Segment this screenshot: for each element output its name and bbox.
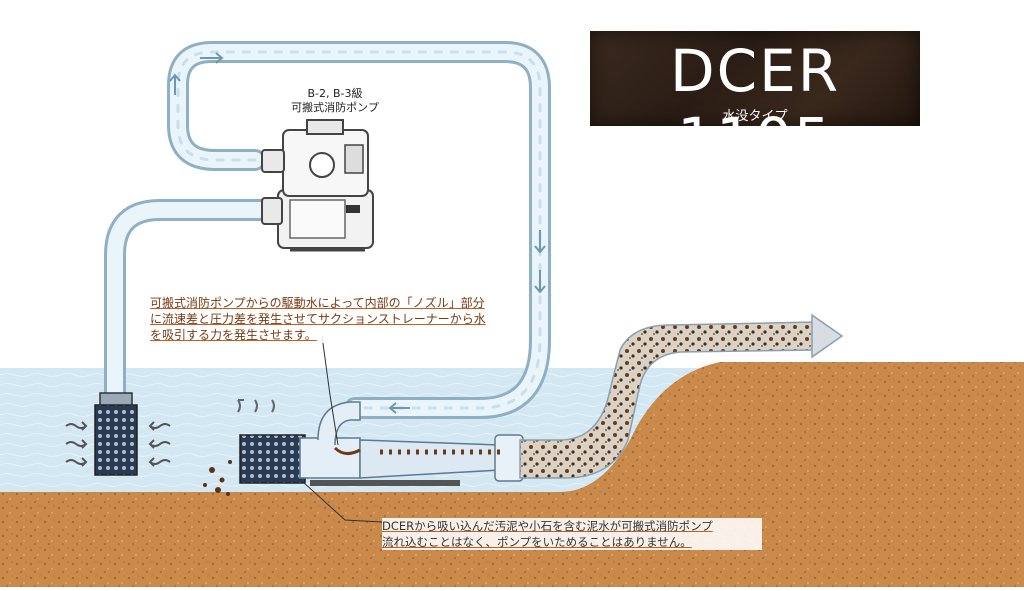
soil-ground (0, 362, 1024, 587)
model-title: DCER 1105 (669, 37, 841, 173)
flow-arrow-icon (169, 52, 546, 414)
note-drive-water: 可搬式消防ポンプからの駆動水によって内部の「ノズル」部分 に流速差と圧力差を発生… (150, 295, 515, 343)
sludge-debris (203, 460, 232, 496)
note-drive-water-line3: を吸引する力を発生させます。 (150, 328, 317, 342)
note-sludge-line1: DCERから吸い込んだ汚泥や小石を含む泥水が可搬式消防ポンプ (382, 519, 713, 533)
note-drive-water-line2: に流速差と圧力差を発生させてサクションストレーナーから水 (150, 312, 486, 326)
pump-label-class: B-2, B-3級 (307, 87, 363, 100)
drive-water-pipe (167, 41, 551, 419)
title-plate: DCER 1105 水没タイプ (590, 31, 920, 173)
intake-pipe (104, 199, 279, 406)
pump-icon (261, 119, 374, 252)
callout-leaders (302, 335, 384, 523)
flow-arrow-icon (811, 313, 844, 359)
discharge-pipe (380, 313, 844, 479)
water-intake-icon (65, 392, 171, 476)
ejector-icon (299, 401, 524, 486)
note-drive-water-line1: 可搬式消防ポンプからの駆動水によって内部の「ノズル」部分 (150, 296, 485, 310)
model-subtitle: 水没タイプ (722, 109, 788, 124)
note-sludge-line2: 流れ込むことはなく、ポンプをいためることはありません。 (382, 535, 692, 549)
pump-label: B-2, B-3級 可搬式消防ポンプ (270, 87, 400, 115)
pump-label-name: 可搬式消防ポンプ (291, 101, 379, 114)
note-sludge: DCERから吸い込んだ汚泥や小石を含む泥水が可搬式消防ポンプ 流れ込むことはなく… (382, 518, 762, 550)
